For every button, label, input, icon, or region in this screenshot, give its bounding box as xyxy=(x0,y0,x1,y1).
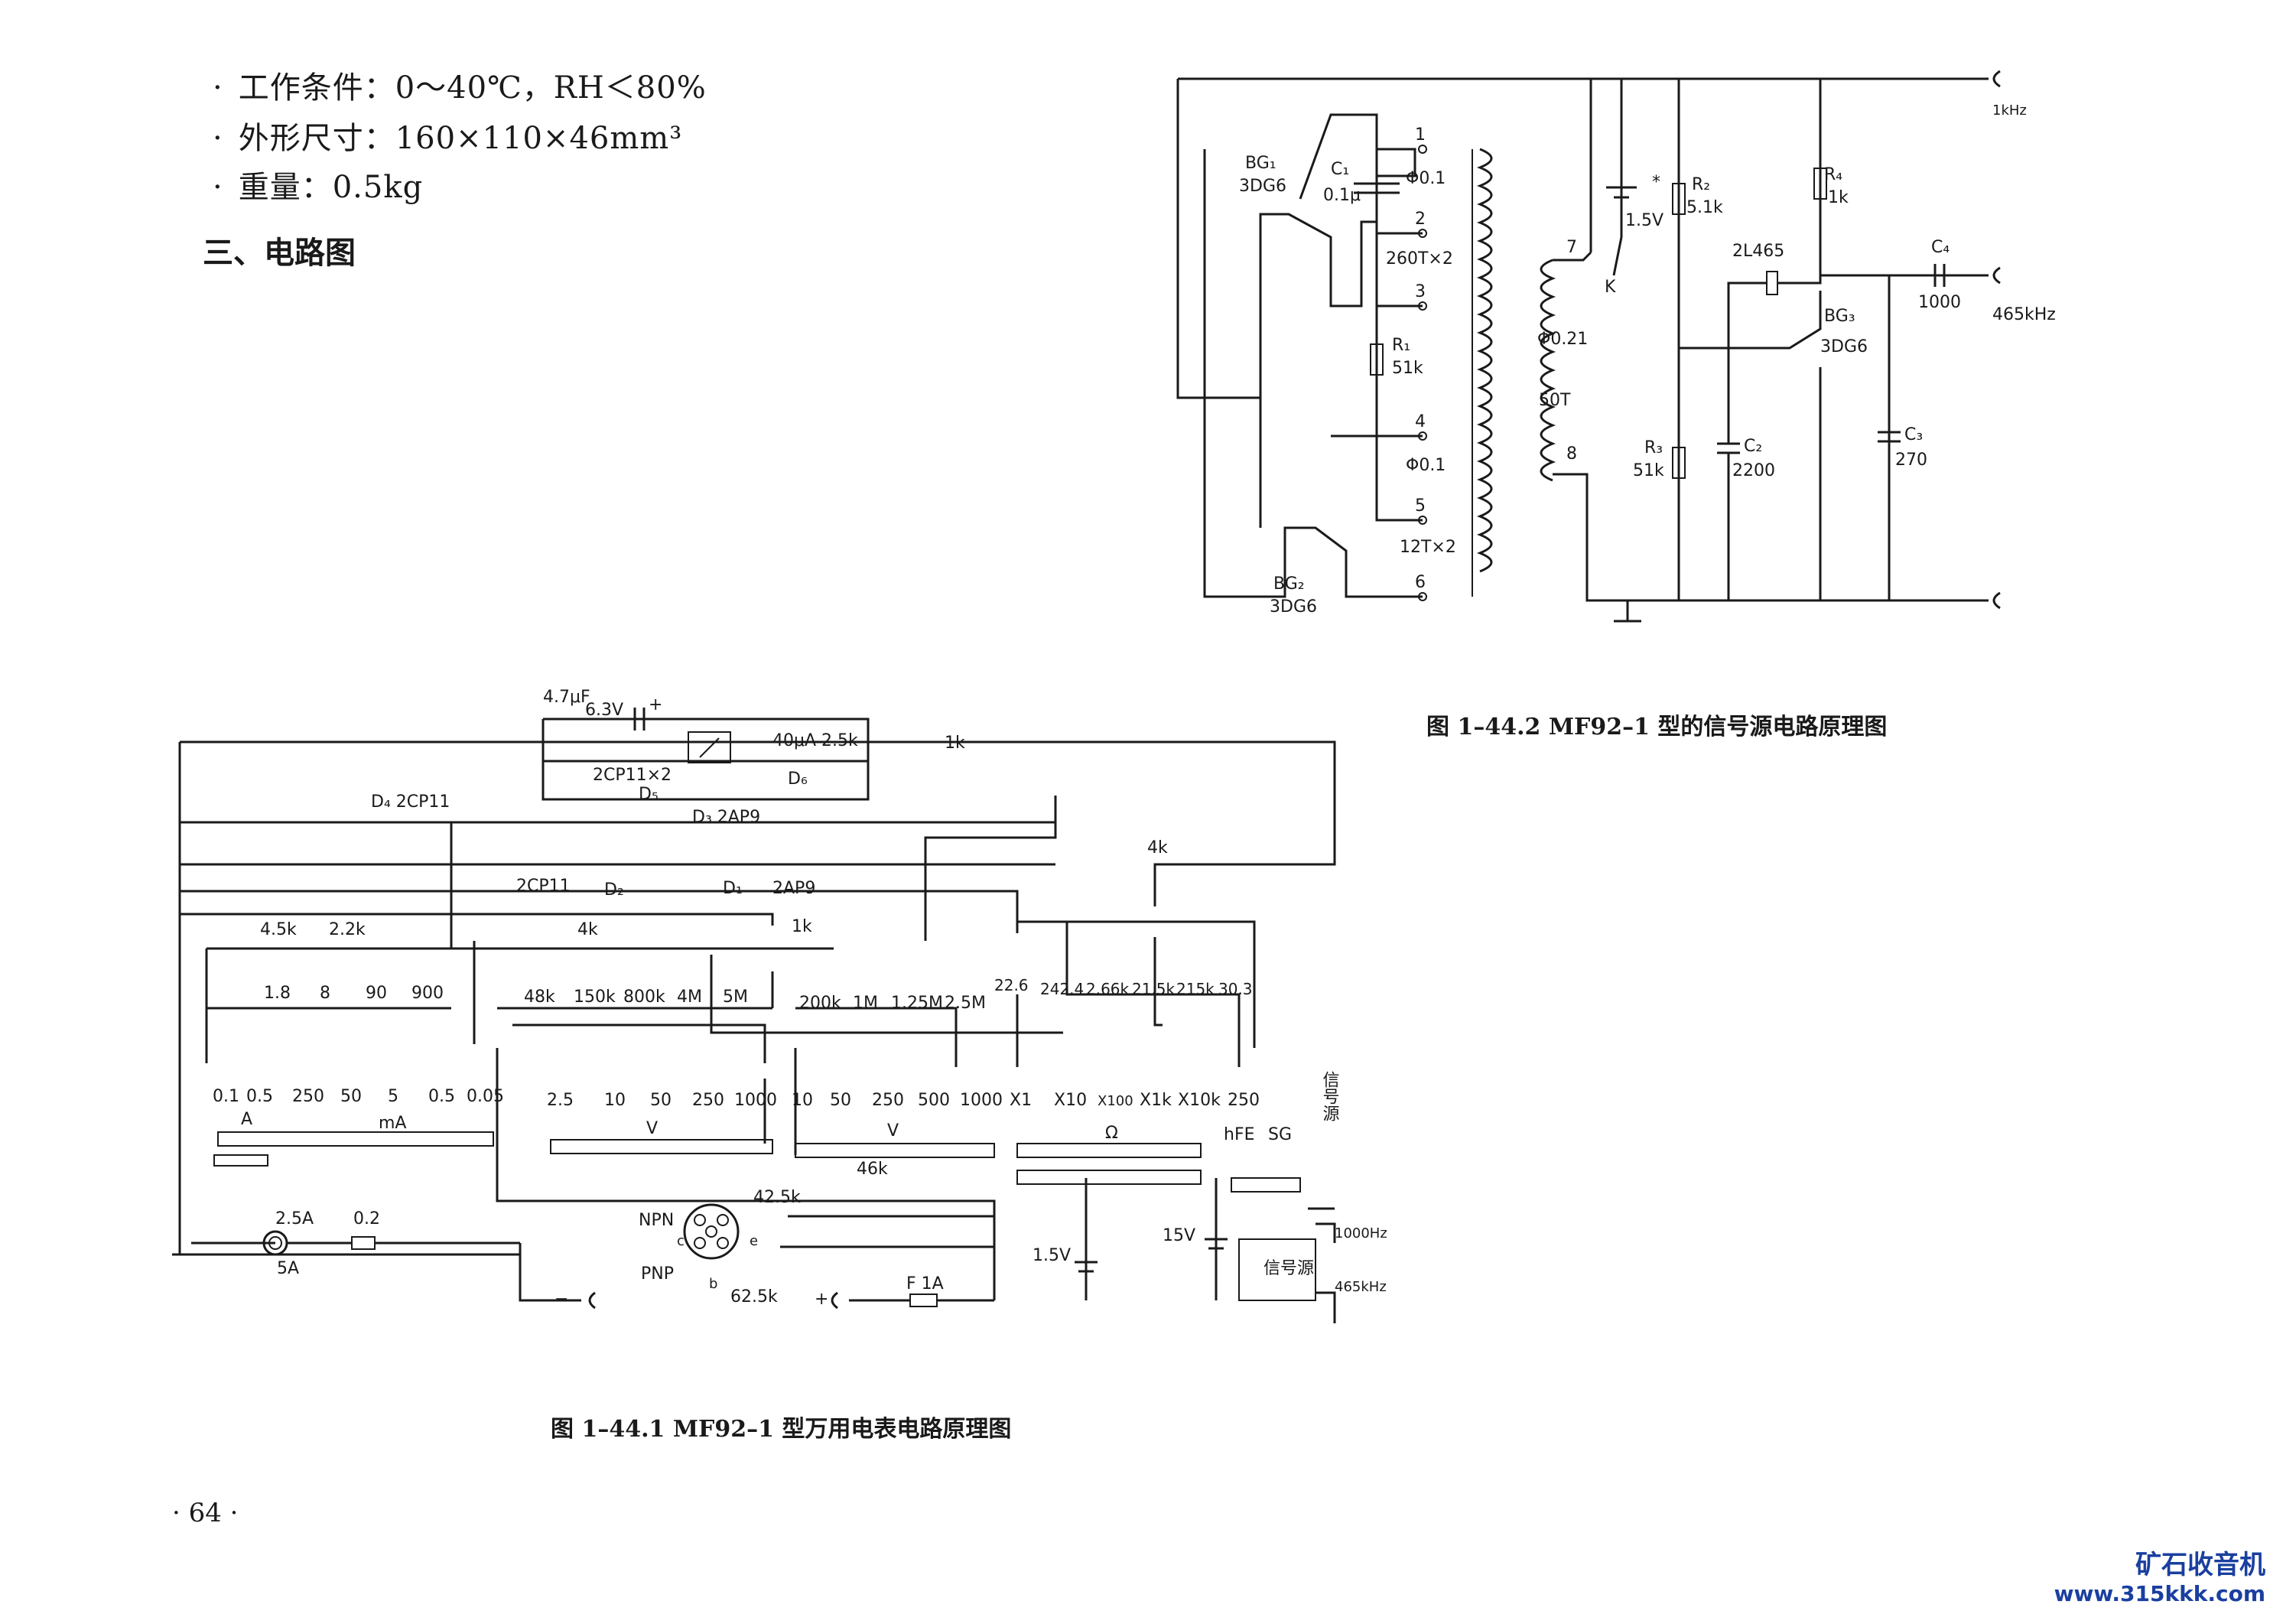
r1-value: 51k xyxy=(1392,359,1423,378)
bg1-label: BG₁ xyxy=(1245,154,1276,173)
crystal-label: 2L465 xyxy=(1732,242,1784,261)
c3-value: 270 xyxy=(1895,451,1927,470)
c4-value: 1000 xyxy=(1918,293,1961,312)
r2-value: 5.1k xyxy=(1686,198,1723,217)
pin-2: 2 xyxy=(1415,210,1426,229)
transformer-wire-gauge-1: Φ0.1 xyxy=(1406,169,1446,188)
crystal-oscillator-wiring xyxy=(1540,70,2001,623)
r4-label: R₄ xyxy=(1824,165,1842,184)
spec-text: 外形尺寸：160×110×46mm³ xyxy=(238,121,683,156)
c4-label: C₄ xyxy=(1931,238,1950,257)
battery-1-5v: 1.5V xyxy=(1625,211,1663,230)
switch-k: K xyxy=(1605,278,1616,297)
r3-value: 51k xyxy=(1633,461,1664,480)
coil-turns: 50T xyxy=(1539,391,1571,410)
pin-4: 4 xyxy=(1415,412,1426,431)
transformer-turns-1: 260T×2 xyxy=(1386,249,1453,268)
coil-wire-gauge: Φ0.21 xyxy=(1537,330,1588,349)
spec-line-weight: ·重量：0.5kg xyxy=(213,170,424,205)
watermark-url: www.315kkk.com xyxy=(2054,1581,2265,1606)
spec-text: 工作条件：0～40℃，RH＜80% xyxy=(238,70,707,106)
pin-1: 1 xyxy=(1415,125,1426,145)
spec-text: 重量：0.5kg xyxy=(238,170,424,205)
output-1khz: 1kHz xyxy=(1992,103,2027,119)
pin-7: 7 xyxy=(1566,238,1577,257)
spec-line-working-conditions: ·工作条件：0～40℃，RH＜80% xyxy=(213,70,707,106)
c1-value: 0.1μ xyxy=(1323,186,1361,205)
bg2-label: BG₂ xyxy=(1273,574,1305,594)
pin-5: 5 xyxy=(1415,496,1426,516)
watermark-logo: 矿石收音机 www.315kkk.com xyxy=(2054,1544,2265,1606)
c1-label: C₁ xyxy=(1331,160,1349,179)
pin-6: 6 xyxy=(1415,573,1426,592)
r4-value: 1k xyxy=(1828,188,1849,207)
c3-label: C₃ xyxy=(1904,425,1923,444)
spec-line-dimensions: ·外形尺寸：160×110×46mm³ xyxy=(213,121,683,156)
signal-source-caption: 图 1–44.2 MF92–1 型的信号源电路原理图 xyxy=(1426,714,1888,740)
pin-3: 3 xyxy=(1415,282,1426,301)
oscillator-wiring xyxy=(1176,77,1989,601)
bg3-type: 3DG6 xyxy=(1820,337,1868,356)
section-heading: 三、电路图 xyxy=(203,236,356,271)
page-number: · 64 · xyxy=(172,1498,239,1528)
bg1-type: 3DG6 xyxy=(1239,177,1286,196)
r1-label: R₁ xyxy=(1392,336,1410,355)
pin-8: 8 xyxy=(1566,444,1577,464)
r2-star: * xyxy=(1652,173,1660,192)
transformer-turns-2: 12T×2 xyxy=(1400,538,1456,557)
transformer-wire-gauge-2: Φ0.1 xyxy=(1406,456,1446,475)
bg2-type: 3DG6 xyxy=(1270,597,1317,617)
output-465khz: 465kHz xyxy=(1992,305,2056,324)
r3-label: R₃ xyxy=(1644,438,1663,457)
c2-label: C₂ xyxy=(1744,437,1762,456)
c2-value: 2200 xyxy=(1732,461,1775,480)
bg3-label: BG₃ xyxy=(1824,307,1855,326)
multimeter-caption: 图 1–44.1 MF92–1 型万用电表电路原理图 xyxy=(551,1416,1012,1443)
r2-label: R₂ xyxy=(1692,175,1710,194)
watermark-title: 矿石收音机 xyxy=(2135,1550,2265,1580)
